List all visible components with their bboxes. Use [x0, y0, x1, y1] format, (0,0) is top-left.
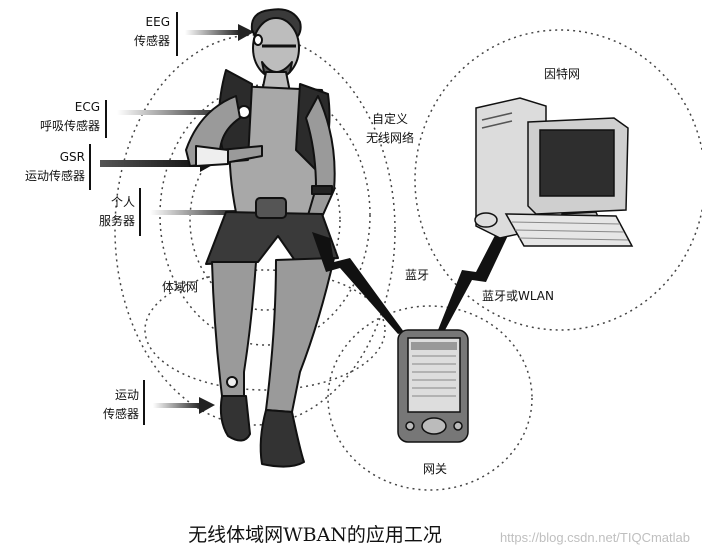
figure-caption: 无线体域网WBAN的应用工况: [188, 524, 442, 546]
bluetooth-wlan-link-icon: [438, 210, 520, 332]
bluetooth-wlan-label: 蓝牙或WLAN: [481, 289, 554, 303]
internet-ellipse: [414, 29, 702, 331]
personal-server-label: 个人 服务器: [75, 193, 135, 231]
body-network-ellipse-4: [114, 34, 396, 426]
gsr-sensor-icon: [195, 145, 229, 167]
wristwatch-icon: [311, 185, 333, 195]
body-area-network-label: 体域网: [161, 280, 198, 294]
wireless-links: [312, 210, 520, 334]
motion-sensor-icon: [226, 376, 238, 388]
desktop-computer: [474, 97, 634, 247]
mouse-icon: [474, 212, 498, 228]
eeg-sensor-label: EEG 传感器: [110, 13, 170, 51]
internet-label: 因特网: [543, 67, 580, 81]
eeg-arrow: [185, 24, 254, 41]
bluetooth-label: 蓝牙: [404, 268, 429, 282]
motion-arrow: [153, 397, 215, 414]
gsr-sensor-label-line-2: 运动传感器: [24, 169, 85, 183]
pda-gateway-device: [397, 329, 469, 443]
ecg-sensor-label-line-1: ECG: [74, 100, 100, 114]
eeg-sensor-label-line-2: 传感器: [133, 34, 170, 48]
left-shoe-icon: [219, 395, 251, 442]
motion-sensor-label: 运动 传感器: [75, 386, 139, 424]
body-network-ellipse-3: [144, 269, 386, 391]
custom-network-label-line-2: 无线网络: [365, 131, 414, 145]
right-shoe-icon: [259, 409, 305, 468]
network-ellipses: [114, 29, 702, 491]
custom-network-label: 自定义 无线网络: [350, 110, 430, 148]
personal-server-device: [255, 197, 287, 219]
watermark-text: https://blog.csdn.net/TIQCmatlab: [499, 530, 690, 545]
ecg-sensor-label: ECG 呼吸传感器: [20, 98, 100, 136]
ecg-sensor-label-line-2: 呼吸传感器: [39, 119, 100, 133]
runner-right-leg: [265, 257, 335, 413]
custom-network-label-line-1: 自定义: [371, 112, 408, 126]
personal-server-label-line-1: 个人: [110, 195, 135, 209]
monitor-screen: [539, 129, 615, 197]
runner-left-leg: [211, 261, 257, 397]
body-network-ellipse-1: [189, 129, 341, 311]
label-bars: [89, 12, 178, 425]
runner-figure: [185, 8, 339, 468]
gateway-label: 网关: [422, 462, 447, 476]
bluetooth-link-icon: [312, 232, 404, 334]
body-network-ellipse-2: [159, 84, 371, 346]
personal-server-label-line-2: 服务器: [98, 214, 135, 228]
runner-head: [252, 17, 300, 79]
motion-sensor-label-line-2: 传感器: [102, 407, 139, 421]
eeg-sensor-label-line-1: EEG: [145, 15, 170, 29]
eeg-sensor-icon: [253, 34, 263, 46]
gsr-sensor-label-line-1: GSR: [59, 150, 85, 164]
gsr-sensor-label: GSR 运动传感器: [5, 148, 85, 186]
gateway-ellipse: [327, 305, 533, 491]
motion-sensor-label-line-1: 运动: [114, 388, 139, 402]
